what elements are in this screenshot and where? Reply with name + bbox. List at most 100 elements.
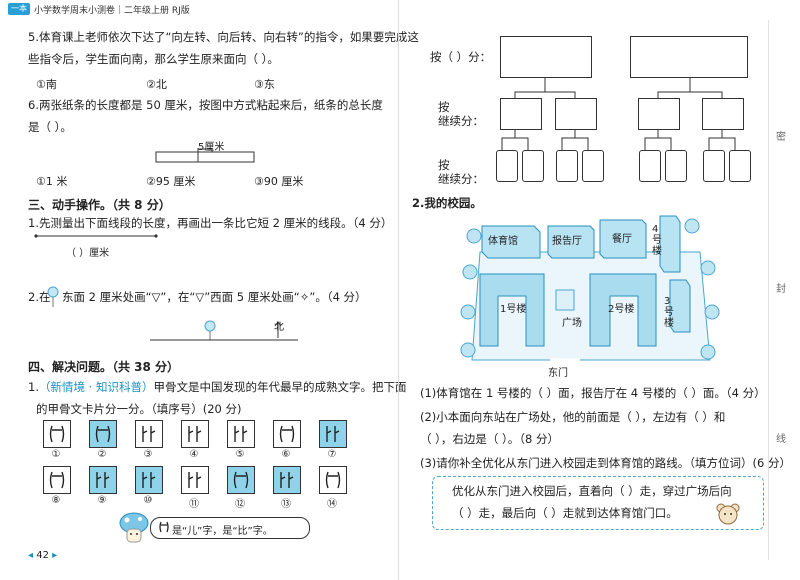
header-title: 小学数学周末小测卷｜二年级上册 RJ版: [34, 6, 190, 16]
oracle-card: [273, 466, 301, 494]
oracle-card-number: ⑬: [281, 499, 291, 510]
oracle-card: [89, 466, 117, 494]
page-divider: [398, 0, 399, 580]
q4-1-prefix: 1.: [28, 380, 39, 394]
q5-option-3: ③东: [254, 78, 275, 91]
oracle-card: [273, 420, 301, 448]
q4-1-line2: 的甲骨文卡片分一分。（填序号）(20 分): [36, 402, 242, 416]
oracle-card-number: ⑭: [327, 499, 337, 510]
oracle-er-glyph-icon: [159, 521, 169, 533]
oracle-card-number: ⑪: [189, 499, 199, 510]
tree-box-bottom-7: [703, 150, 725, 182]
campus-label-b1: 1号楼: [500, 304, 527, 315]
campus-q1: (1)体育馆在 1 号楼的（ ）面，报告厅在 4 号楼的（ ）面。（4 分）: [420, 386, 766, 400]
tree-row2-label-a: 按: [438, 100, 450, 114]
q4-1-line1: 1.（新情境 · 知识科普）甲骨文是中国发现的年代最早的成熟文字。把下面: [28, 380, 406, 395]
tree-box-mid-1: [500, 98, 542, 130]
oracle-card: [227, 466, 255, 494]
tree-row3-label-b: 继续分：: [438, 172, 484, 186]
campus-map: [460, 215, 720, 362]
oracle-card-number: ②: [97, 449, 107, 460]
q3-2-text-b: 东面 2 厘米处画“▽”，在“▽”西面 5 厘米处画“✧”。（4 分）: [62, 290, 367, 304]
oracle-card-number: ④: [189, 449, 199, 460]
q3-2-text-a: 2.在: [28, 290, 51, 304]
q6-line2: 是（ ）。: [28, 120, 72, 134]
oracle-card-number: ⑫: [235, 499, 245, 510]
oracle-card: [227, 420, 255, 448]
route-answer-box: [432, 476, 764, 530]
tree-row1-label: 按（ ）分：: [430, 50, 492, 64]
speech-bubble: [150, 517, 310, 539]
side-label-xian: 线: [776, 434, 786, 445]
q3-1-segment: [34, 234, 158, 238]
oracle-card: [181, 420, 209, 448]
tree-box-bottom-4: [582, 150, 604, 182]
q3-2-baseline: [150, 320, 298, 341]
tree-box-mid-4: [702, 98, 744, 130]
speech-bubble-text: 是“儿”字，是“比”字。: [172, 526, 273, 537]
tree-box-mid-3: [638, 98, 680, 130]
tree-box-bottom-2: [522, 150, 544, 182]
q6-figure-label: 5厘米: [198, 142, 225, 153]
header-badge: 一本: [8, 3, 30, 15]
oracle-card-number: ⑨: [97, 495, 107, 506]
oracle-card-number: ⑧: [51, 495, 61, 506]
tree-box-bottom-5: [639, 150, 661, 182]
oracle-card: [319, 420, 347, 448]
q3-1-unit: （ ）厘米: [66, 248, 110, 259]
bear-mascot-icon: [716, 503, 740, 525]
q5-option-2: ②北: [146, 78, 167, 91]
q5-line1: 5.体育课上老师依次下达了“向左转、向后转、向右转”的指令，如果要完成这: [28, 30, 419, 44]
tree-connectors: [501, 78, 736, 150]
q4-1-text1: 甲骨文是中国发现的年代最早的成熟文字。把下面: [153, 380, 407, 394]
campus-label-canteen: 餐厅: [612, 234, 632, 245]
oracle-card: [181, 466, 209, 494]
q6-option-3: ③90 厘米: [254, 175, 304, 188]
tree-box-mid-2: [555, 98, 597, 130]
oracle-card-number: ⑦: [327, 449, 337, 460]
oracle-card: [135, 420, 163, 448]
oracle-card-number: ③: [143, 449, 153, 460]
campus-label-b4: 4号楼: [652, 224, 662, 257]
oracle-card: [43, 420, 71, 448]
oracle-card: [89, 420, 117, 448]
lollipop-icon: [47, 286, 59, 307]
tree-box-bottom-3: [556, 150, 578, 182]
side-margin-line: [768, 20, 769, 560]
campus-label-square: 广场: [562, 318, 582, 329]
tree-box-bottom-1: [496, 150, 518, 182]
tree-box-bottom-8: [729, 150, 751, 182]
campus-title: 2.我的校园。: [412, 196, 482, 210]
campus-q2-line1: (2)小本面向东站在广场处，他的前面是（ ），左边有（ ）和: [420, 410, 726, 424]
campus-label-b2: 2号楼: [608, 304, 635, 315]
q5-line2: 些指令后，学生面向南，那么学生原来面向（ ）。: [28, 52, 279, 66]
side-label-feng: 封: [776, 284, 786, 295]
route-box-line2: （ ）走，最后向（ ）走就到达体育馆门口。: [452, 506, 678, 520]
tree-box-bottom-6: [665, 150, 687, 182]
north-label: 北: [274, 322, 284, 333]
q3-1-text: 1.先测量出下面线段的长度，再画出一条比它短 2 厘米的线段。（4 分）: [28, 216, 393, 230]
tree-row3-label-a: 按: [438, 158, 450, 172]
section4-title: 四、解决问题。（共 38 分）: [28, 360, 180, 374]
q6-option-2: ②95 厘米: [146, 175, 196, 188]
oracle-card-number: ①: [51, 449, 61, 460]
campus-q2-line2: （ ），右边是（ ）。（8 分）: [420, 432, 560, 446]
campus-label-report: 报告厅: [552, 236, 582, 247]
campus-label-b3: 3号楼: [664, 296, 674, 329]
q5-option-1: ①南: [36, 78, 57, 91]
tree-box-top-left: [500, 36, 592, 78]
oracle-card: [43, 466, 71, 494]
campus-label-gate: 东门: [548, 368, 568, 379]
campus-q3: (3)请你补全优化从东门进入校园走到体育馆的路线。（填方位词）(6 分）: [420, 456, 791, 470]
oracle-card: [319, 466, 347, 494]
tree-row2-label-b: 继续分：: [438, 114, 484, 128]
q6-option-1: ①1 米: [36, 175, 68, 188]
page-number: ◂ 42 ▸: [28, 550, 58, 561]
mushroom-mascot-icon: [119, 512, 149, 543]
q4-1-tag: （新情境 · 知识科普）: [38, 380, 154, 394]
tree-box-top-right: [630, 36, 748, 78]
oracle-card: [135, 466, 163, 494]
oracle-card-number: ⑤: [235, 449, 245, 460]
route-box-line1: 优化从东门进入校园后，直着向（ ）走，穿过广场后向: [452, 484, 732, 498]
oracle-card-number: ⑩: [143, 495, 153, 506]
